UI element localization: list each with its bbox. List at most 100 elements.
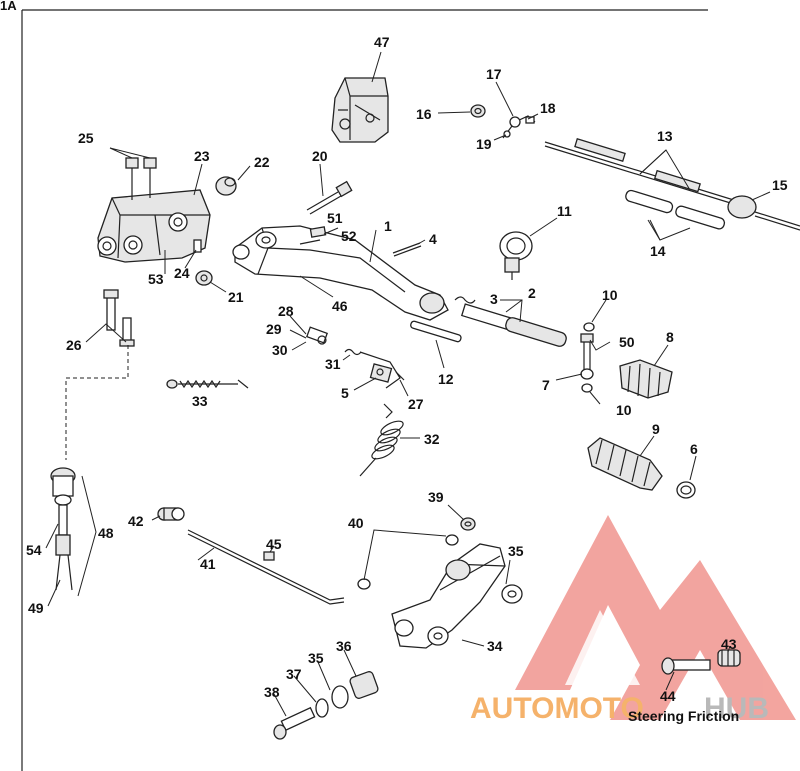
callout-32: 32 — [424, 431, 440, 447]
callout-17: 17 — [486, 66, 502, 82]
part-column-48-49-54 — [50, 345, 129, 591]
watermark-triangle-icon — [515, 515, 796, 720]
caption-steering-friction: Steering Friction — [628, 708, 739, 724]
part-bushing-22 — [215, 176, 237, 196]
callout-25: 25 — [78, 130, 94, 146]
watermark-text-automoto: AUTOMOTO — [470, 692, 644, 725]
callout-1: 1 — [384, 218, 392, 234]
watermark-logo — [515, 515, 796, 720]
part-grip-9 — [587, 437, 663, 491]
callout-45: 45 — [266, 536, 282, 552]
callout-47: 47 — [374, 34, 390, 50]
part-block-45 — [263, 551, 275, 561]
part-washers-40 — [357, 534, 459, 590]
callout-24: 24 — [174, 265, 190, 281]
part-washer-35a — [501, 584, 523, 604]
callout-41: 41 — [200, 556, 216, 572]
callout-10-lower: 10 — [616, 402, 632, 418]
part-tiller-arm-1 — [232, 225, 449, 321]
callout-28: 28 — [278, 303, 294, 319]
part-bracket-34 — [391, 543, 506, 649]
part-cable-33 — [166, 379, 249, 389]
callout-9: 9 — [652, 421, 660, 437]
part-control-cable-13-15 — [544, 138, 800, 231]
callout-15: 15 — [772, 177, 788, 193]
watermark-text-hub: HUB — [704, 692, 769, 725]
part-cable-sleeves-14 — [625, 189, 726, 230]
callout-51: 51 — [327, 210, 343, 226]
part-small-parts-28-30 — [305, 326, 329, 345]
part-nut-21 — [195, 270, 213, 286]
callout-11: 11 — [557, 203, 572, 219]
callout-53: 53 — [148, 271, 164, 287]
part-nut-39 — [460, 517, 476, 531]
callout-35-upper: 35 — [508, 543, 524, 559]
callout-52: 52 — [341, 228, 357, 244]
part-rod-41 — [187, 529, 345, 605]
callout-50: 50 — [619, 334, 635, 350]
callout-27: 27 — [408, 396, 424, 412]
callout-38: 38 — [264, 684, 280, 700]
part-small-hardware-16-19 — [470, 104, 536, 139]
callout-29: 29 — [266, 321, 282, 337]
callout-3: 3 — [490, 291, 498, 307]
sheet-label: 1A — [0, 0, 17, 13]
part-clamp-11 — [499, 231, 533, 280]
sheet-frame — [21, 9, 708, 771]
part-bolt-20 — [306, 180, 353, 215]
part-shaft-assembly-7-10-50 — [580, 322, 595, 393]
callout-labels: 47 17 16 18 19 13 15 14 25 23 22 20 11 5… — [26, 34, 788, 704]
callout-16: 16 — [416, 106, 432, 122]
callout-39: 39 — [428, 489, 444, 505]
callout-46: 46 — [332, 298, 348, 314]
callout-12: 12 — [438, 371, 454, 387]
callout-5: 5 — [341, 385, 349, 401]
part-pin-12 — [410, 320, 462, 343]
part-grip-8 — [619, 359, 673, 399]
callout-26: 26 — [66, 337, 82, 353]
part-spring-43 — [717, 649, 741, 667]
callout-36: 36 — [336, 638, 352, 654]
callout-2: 2 — [528, 285, 536, 301]
callout-18: 18 — [540, 100, 556, 116]
callout-34: 34 — [487, 638, 503, 654]
callout-37: 37 — [286, 666, 302, 682]
part-bolts-26 — [103, 289, 135, 347]
callout-7: 7 — [542, 377, 550, 393]
part-fitting-24 — [193, 239, 202, 253]
part-switch-5-27-31 — [344, 348, 405, 389]
callout-44: 44 — [660, 688, 676, 704]
callout-20: 20 — [312, 148, 328, 164]
callout-23: 23 — [194, 148, 210, 164]
callout-43: 43 — [721, 636, 737, 652]
callout-14: 14 — [650, 243, 666, 259]
callout-54: 54 — [26, 542, 42, 558]
part-spring-32 — [359, 403, 404, 477]
part-bolt-stack-35-38 — [273, 671, 379, 740]
callout-35-lower: 35 — [308, 650, 324, 666]
callout-33: 33 — [192, 393, 208, 409]
part-bolt-44 — [661, 657, 711, 675]
callout-31: 31 — [325, 356, 341, 372]
callout-42: 42 — [128, 513, 144, 529]
callout-22: 22 — [254, 154, 270, 170]
callout-49: 49 — [28, 600, 44, 616]
part-housing-block-23 — [97, 157, 211, 263]
callout-4: 4 — [429, 231, 437, 247]
callout-6: 6 — [690, 441, 698, 457]
part-cover-47 — [331, 77, 389, 143]
part-throttle-shaft-2-3 — [454, 296, 567, 347]
callout-48: 48 — [98, 525, 114, 541]
callout-8: 8 — [666, 329, 674, 345]
leader-lines — [45, 51, 771, 717]
callout-13: 13 — [657, 128, 673, 144]
callout-19: 19 — [476, 136, 492, 152]
part-bushing-42 — [157, 507, 185, 521]
part-ring-6 — [676, 481, 696, 499]
callout-30: 30 — [272, 342, 288, 358]
part-plate-51-52 — [299, 226, 327, 245]
callout-21: 21 — [228, 289, 244, 305]
callout-40: 40 — [348, 515, 364, 531]
callout-10-upper: 10 — [602, 287, 618, 303]
